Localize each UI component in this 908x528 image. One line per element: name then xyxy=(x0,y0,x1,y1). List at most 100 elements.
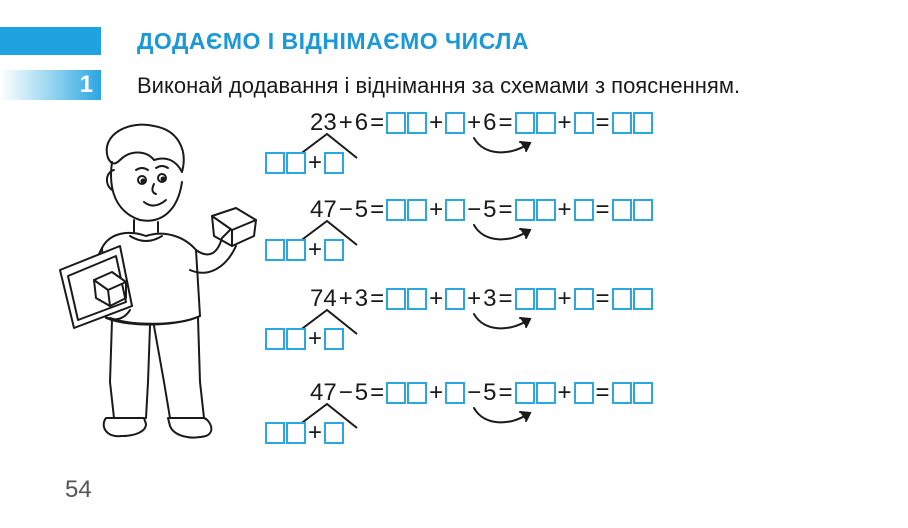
header-accent-bar xyxy=(0,27,101,55)
exercise-number-badge: 1 xyxy=(0,70,101,100)
answer-box[interactable] xyxy=(445,288,466,310)
split-branch-lines xyxy=(294,219,358,246)
answer-box[interactable] xyxy=(573,199,594,221)
decomposition-line: + xyxy=(265,324,345,354)
answer-box[interactable] xyxy=(286,422,306,444)
answer-box[interactable] xyxy=(445,382,466,404)
right-number: 6 xyxy=(354,109,369,136)
page-number: 54 xyxy=(65,476,92,503)
answer-box[interactable] xyxy=(324,239,345,261)
equals-sign: = xyxy=(595,109,610,136)
plus-sign: + xyxy=(429,285,444,312)
answer-box[interactable] xyxy=(386,382,407,404)
answer-box[interactable] xyxy=(286,239,306,261)
exercise-row-2: 47 − 5 = + − 5 = + = + xyxy=(0,195,908,285)
answer-box[interactable] xyxy=(535,112,556,134)
answer-box[interactable] xyxy=(611,112,632,134)
equals-sign: = xyxy=(595,285,610,312)
answer-box[interactable] xyxy=(514,288,535,310)
answer-box[interactable] xyxy=(632,112,653,134)
equals-sign: = xyxy=(498,109,513,136)
answer-box[interactable] xyxy=(535,288,556,310)
right-number: 5 xyxy=(483,379,497,406)
operator: − xyxy=(467,196,482,223)
answer-box[interactable] xyxy=(386,288,407,310)
arrow-icon xyxy=(473,313,532,330)
answer-box[interactable] xyxy=(324,152,345,174)
answer-box[interactable] xyxy=(286,328,306,350)
equals-sign: = xyxy=(595,196,610,223)
answer-box[interactable] xyxy=(535,382,556,404)
page-title: ДОДАЄМО І ВІДНІМАЄМО ЧИСЛА xyxy=(137,28,529,54)
exercise-row-3: 74 + 3 = + + 3 = + = + xyxy=(0,284,908,374)
answer-box[interactable] xyxy=(386,112,407,134)
equals-sign: = xyxy=(595,379,610,406)
equals-sign: = xyxy=(370,379,385,406)
answer-box[interactable] xyxy=(535,199,556,221)
right-number: 6 xyxy=(483,109,497,136)
answer-box[interactable] xyxy=(265,152,285,174)
answer-box[interactable] xyxy=(265,328,285,350)
plus-sign: + xyxy=(308,325,323,352)
equals-sign: = xyxy=(498,285,513,312)
boy-illustration xyxy=(59,123,257,439)
exercise-row-1: 23 + 6 = + + 6 = + = + xyxy=(0,108,908,198)
answer-box[interactable] xyxy=(611,199,632,221)
equation-line: 47 − 5 = + − 5 = + = xyxy=(310,195,653,225)
answer-box[interactable] xyxy=(407,382,428,404)
answer-box[interactable] xyxy=(286,152,306,174)
operator: + xyxy=(467,285,482,312)
answer-box[interactable] xyxy=(573,288,594,310)
answer-box[interactable] xyxy=(632,199,653,221)
answer-box[interactable] xyxy=(407,112,428,134)
answer-box[interactable] xyxy=(611,382,632,404)
left-number: 74 xyxy=(310,285,337,312)
answer-box[interactable] xyxy=(386,199,407,221)
equals-sign: = xyxy=(498,196,513,223)
answer-box[interactable] xyxy=(514,199,535,221)
answer-box[interactable] xyxy=(445,112,466,134)
plus-sign: + xyxy=(429,379,444,406)
arrow-icon xyxy=(473,137,532,154)
answer-box[interactable] xyxy=(632,382,653,404)
equation-line: 74 + 3 = + + 3 = + = xyxy=(310,284,653,314)
answer-box[interactable] xyxy=(632,288,653,310)
plus-sign: + xyxy=(557,285,572,312)
left-number: 47 xyxy=(310,379,337,406)
equals-sign: = xyxy=(370,196,385,223)
exercise-row-4: 47 − 5 = + − 5 = + = + xyxy=(0,378,908,468)
answer-box[interactable] xyxy=(265,422,285,444)
answer-box[interactable] xyxy=(514,382,535,404)
split-branch-lines xyxy=(294,402,358,429)
operator: + xyxy=(338,285,353,312)
left-number: 23 xyxy=(310,109,337,136)
arrow-icon xyxy=(473,407,532,424)
exercise-number: 1 xyxy=(79,71,93,98)
answer-box[interactable] xyxy=(573,112,594,134)
answer-box[interactable] xyxy=(324,422,345,444)
left-number: 47 xyxy=(310,196,337,223)
answer-box[interactable] xyxy=(573,382,594,404)
answer-box[interactable] xyxy=(445,199,466,221)
split-branch-lines xyxy=(294,132,358,159)
equation-line: 23 + 6 = + + 6 = + = xyxy=(310,108,653,138)
operator: − xyxy=(338,196,353,223)
right-number: 3 xyxy=(483,285,497,312)
plus-sign: + xyxy=(308,236,323,263)
answer-box[interactable] xyxy=(324,328,345,350)
equals-sign: = xyxy=(498,379,513,406)
plus-sign: + xyxy=(308,419,323,446)
decomposition-line: + xyxy=(265,235,345,265)
plus-sign: + xyxy=(557,379,572,406)
answer-box[interactable] xyxy=(611,288,632,310)
right-number: 3 xyxy=(354,285,369,312)
plus-sign: + xyxy=(308,149,323,176)
equation-line: 47 − 5 = + − 5 = + = xyxy=(310,378,653,408)
plus-sign: + xyxy=(429,196,444,223)
decomposition-line: + xyxy=(265,418,345,448)
answer-box[interactable] xyxy=(265,239,285,261)
answer-box[interactable] xyxy=(514,112,535,134)
answer-box[interactable] xyxy=(407,199,428,221)
answer-box[interactable] xyxy=(407,288,428,310)
operator: + xyxy=(338,109,353,136)
